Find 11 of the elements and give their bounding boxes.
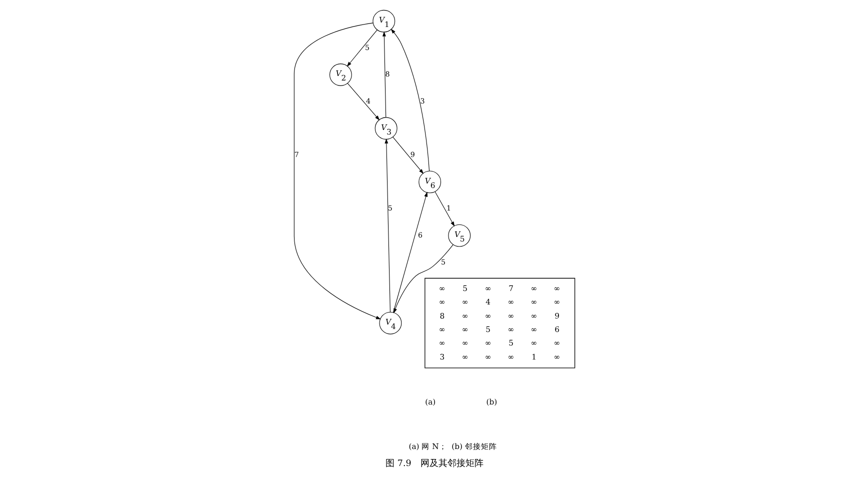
arrow [346, 30, 377, 67]
caption: 图 7.9 网及其邻接矩阵 [385, 458, 483, 469]
arrow [393, 244, 453, 314]
arrow [382, 31, 386, 118]
arrow [392, 192, 428, 313]
arrow [390, 28, 430, 172]
arrow [346, 83, 380, 120]
arrow [392, 136, 424, 174]
arrow [293, 22, 380, 320]
arrow [434, 191, 454, 227]
arrow [384, 138, 390, 312]
